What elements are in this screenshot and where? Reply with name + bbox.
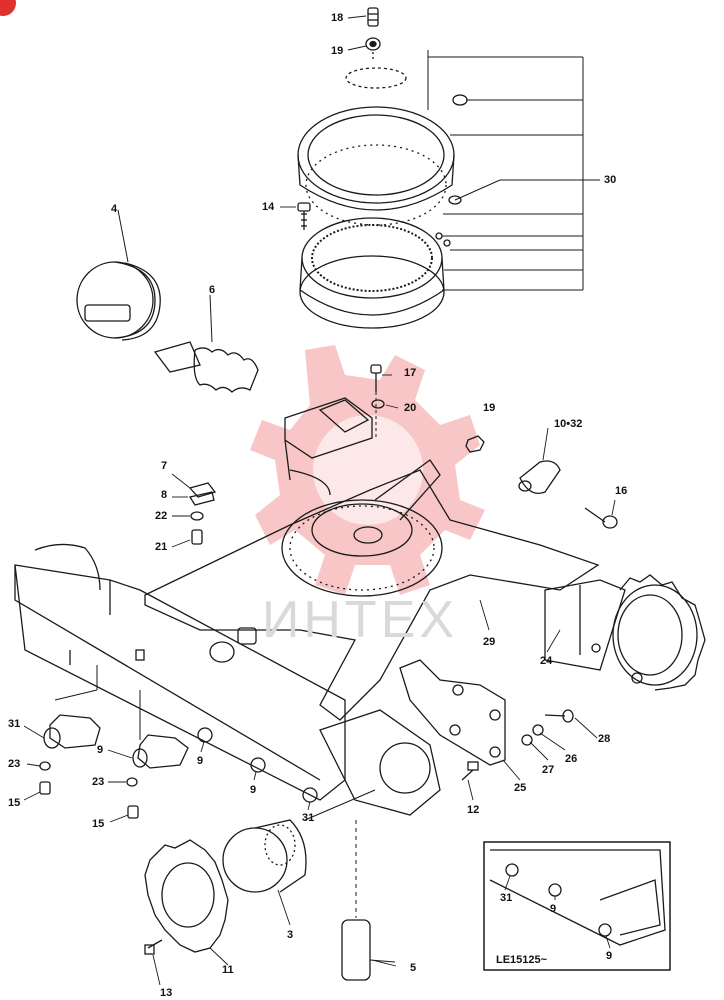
callout-9-roller-b: 9 (250, 784, 257, 796)
front-idler-4 (76, 209, 161, 341)
sprocket-11 (144, 839, 229, 953)
callout-30: 30 (604, 174, 617, 186)
callout-20: 20 (404, 402, 417, 414)
callout-12: 12 (467, 804, 480, 816)
callout-7: 7 (161, 460, 168, 472)
track-frame-29 (14, 459, 626, 816)
washer-19-top (365, 37, 381, 51)
callout-9-left: 9 (97, 744, 104, 756)
callout-28: 28 (598, 733, 611, 745)
callout-9-inset-a: 9 (550, 903, 557, 915)
callout-24: 24 (540, 655, 553, 667)
bolt-28 (544, 709, 574, 723)
callout-21: 21 (155, 541, 168, 553)
callout-14: 14 (262, 201, 275, 213)
callout-19-top: 19 (331, 45, 344, 57)
callout-26: 26 (565, 753, 578, 765)
callout-18: 18 (331, 12, 344, 24)
callout-29: 29 (483, 636, 496, 648)
callout-16: 16 (615, 485, 628, 497)
callout-22: 22 (155, 510, 168, 522)
callout-6: 6 (209, 284, 216, 296)
drive-sprocket-right (591, 574, 706, 691)
callout-19: 19 (483, 402, 496, 414)
watermark-text: ИНТЕХ (262, 591, 459, 649)
callout-4: 4 (111, 203, 118, 215)
callout-11: 11 (222, 964, 234, 976)
callout-23: 23 (92, 776, 105, 788)
track-roller-31-left (39, 665, 101, 795)
pin-5 (341, 820, 396, 981)
callout-15-left: 15 (8, 797, 21, 809)
callout-9-roller-a: 9 (197, 755, 204, 767)
callout-23-left: 23 (8, 758, 21, 770)
bracket-7-8 (188, 482, 217, 545)
callout-9-inset-b: 9 (606, 950, 613, 962)
drawing-reference: LE15125~ (496, 954, 548, 966)
bolt-12 (461, 761, 479, 781)
leader-lines-bearing (427, 50, 600, 291)
swing-bearing-outer-ring (297, 106, 455, 226)
callout-31: 31 (302, 812, 315, 824)
callout-27: 27 (542, 764, 555, 776)
bolt-14 (297, 202, 311, 230)
callout-31-left: 31 (8, 718, 21, 730)
nut-19 (465, 435, 485, 453)
callout-15: 15 (92, 818, 105, 830)
bolt-16 (584, 507, 618, 529)
callout-5: 5 (410, 962, 417, 974)
grease-fittings (435, 94, 468, 247)
washer-20 (371, 399, 385, 409)
leader-lines (23, 15, 616, 986)
callout-31-inset: 31 (500, 892, 513, 904)
corner-badge (0, 0, 16, 16)
callout-8: 8 (161, 489, 168, 501)
recoil-spring-6 (153, 294, 259, 393)
swivel-joint-10-32 (518, 460, 561, 495)
callout-17: 17 (404, 367, 417, 379)
carrier-roller-9-left (126, 690, 189, 819)
callout-25: 25 (514, 782, 527, 794)
bolt-18 (367, 7, 379, 27)
inset-detail-box (483, 841, 671, 971)
track-guard-25 (399, 659, 506, 766)
callout-10-32: 10•32 (554, 418, 583, 430)
internal-gear-ring (299, 217, 445, 329)
upper-bracket (284, 397, 373, 496)
travel-motor-3 (222, 789, 376, 893)
callout-3: 3 (287, 929, 294, 941)
callout-13: 13 (160, 987, 173, 999)
washers-26-27 (521, 724, 544, 746)
bolt-13 (144, 939, 163, 955)
